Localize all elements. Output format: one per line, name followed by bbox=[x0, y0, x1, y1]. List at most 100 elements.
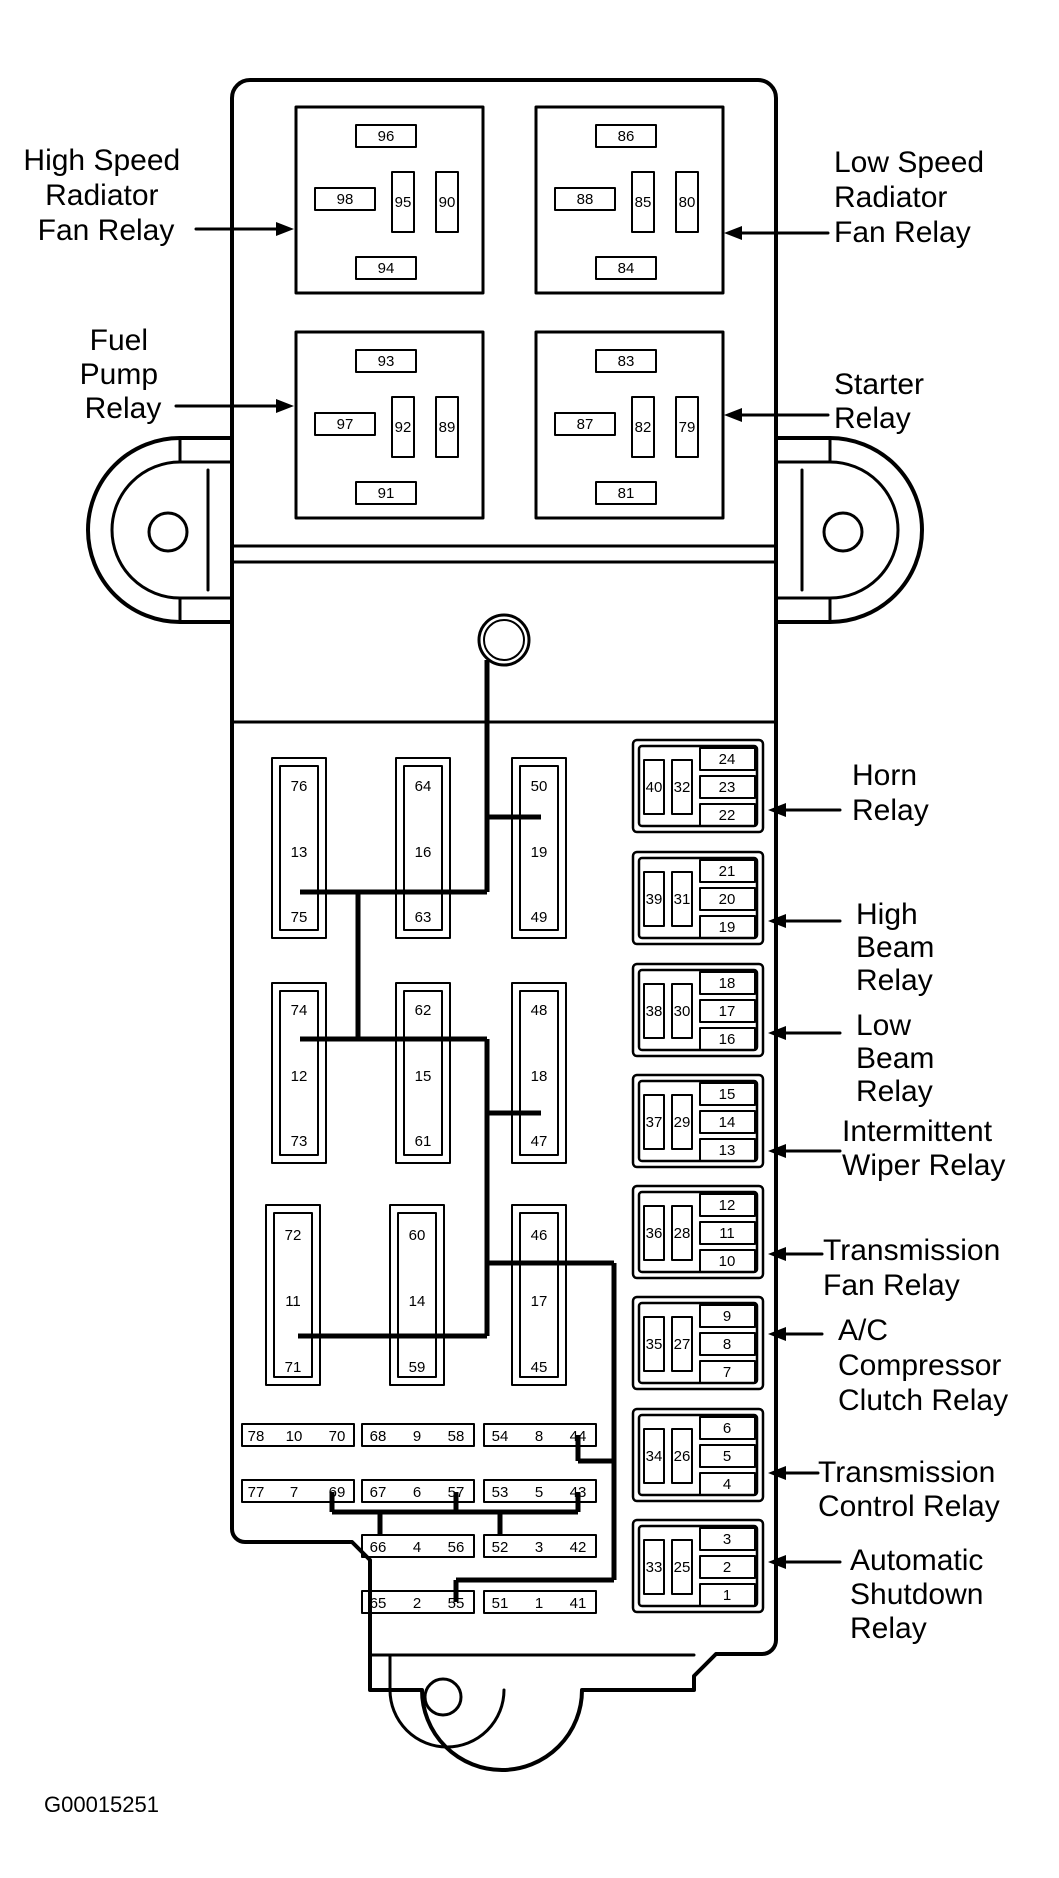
fuse-label: 71 bbox=[285, 1359, 302, 1376]
mini-fuse-label: 4 bbox=[413, 1539, 421, 1556]
terminal-label: 10 bbox=[719, 1253, 736, 1270]
relay-socket-high-speed-fan bbox=[294, 105, 485, 295]
terminal-label: 12 bbox=[719, 1197, 736, 1214]
terminal-label: 24 bbox=[719, 751, 736, 768]
terminal-label: 98 bbox=[337, 191, 354, 208]
terminal-label: 97 bbox=[337, 416, 354, 433]
mini-fuse-labels: 78 10 70 68 9 58 54 8 44 77 7 69 67 6 57… bbox=[248, 1428, 587, 1612]
callout-starter-relay: Starter Relay bbox=[834, 368, 932, 435]
terminal-label: 39 bbox=[646, 891, 663, 908]
terminal-label: 20 bbox=[719, 891, 736, 908]
callout-high-beam-relay: High Beam Relay bbox=[856, 898, 943, 997]
mini-fuse-label: 58 bbox=[448, 1428, 465, 1445]
terminal-label: 92 bbox=[395, 419, 412, 436]
small-relay-terminal-labels: 40 32 24 23 22 39 31 21 20 19 38 30 18 1… bbox=[646, 751, 736, 1604]
terminal-label: 5 bbox=[723, 1448, 731, 1465]
terminal-label: 2 bbox=[723, 1559, 731, 1576]
callout-ac-compressor-clutch-relay: A/C Compressor Clutch Relay bbox=[838, 1314, 1010, 1417]
terminal-label: 28 bbox=[674, 1225, 691, 1242]
fuse-label: 60 bbox=[409, 1227, 426, 1244]
callout-low-speed-radiator-fan-relay: Low Speed Radiator Fan Relay bbox=[834, 146, 992, 249]
fuse-label: 61 bbox=[415, 1133, 432, 1150]
fuse-label: 73 bbox=[291, 1133, 308, 1150]
fuse-label: 15 bbox=[415, 1068, 432, 1085]
fuse-label: 12 bbox=[291, 1068, 308, 1085]
fuse-label: 72 bbox=[285, 1227, 302, 1244]
right-mounting-ear bbox=[776, 436, 924, 624]
fuse-label: 13 bbox=[291, 844, 308, 861]
cable-grommet-icon bbox=[477, 613, 531, 667]
terminal-label: 30 bbox=[674, 1003, 691, 1020]
terminal-label: 82 bbox=[635, 419, 652, 436]
callout-low-beam-relay: Low Beam Relay bbox=[856, 1009, 943, 1108]
callout-fuel-pump-relay: Fuel Pump Relay bbox=[80, 324, 167, 425]
terminal-label: 14 bbox=[719, 1114, 736, 1131]
mini-fuse-label: 3 bbox=[535, 1539, 543, 1556]
callout-arrows bbox=[174, 227, 842, 1564]
large-relay-terminal-labels: 96 98 95 90 94 86 88 85 80 84 93 97 92 8… bbox=[337, 128, 696, 502]
terminal-label: 1 bbox=[723, 1587, 731, 1604]
terminal-label: 11 bbox=[719, 1225, 735, 1242]
fuse-label: 62 bbox=[415, 1002, 432, 1019]
terminal-label: 40 bbox=[646, 779, 663, 796]
terminal-label: 18 bbox=[719, 975, 736, 992]
terminal-label: 26 bbox=[674, 1448, 691, 1465]
terminal-label: 90 bbox=[439, 194, 456, 211]
terminal-label: 91 bbox=[378, 485, 395, 502]
terminal-label: 88 bbox=[577, 191, 594, 208]
fuse-label: 75 bbox=[291, 909, 308, 926]
terminal-label: 4 bbox=[723, 1476, 731, 1493]
terminal-label: 37 bbox=[646, 1114, 663, 1131]
mini-fuse-label: 52 bbox=[492, 1539, 509, 1556]
terminal-label: 32 bbox=[674, 779, 691, 796]
terminal-label: 84 bbox=[618, 260, 635, 277]
terminal-label: 8 bbox=[723, 1336, 731, 1353]
fuse-label: 59 bbox=[409, 1359, 426, 1376]
fuse-label: 17 bbox=[531, 1293, 548, 1310]
terminal-label: 85 bbox=[635, 194, 652, 211]
terminal-label: 19 bbox=[719, 919, 736, 936]
terminal-label: 34 bbox=[646, 1448, 663, 1465]
callout-automatic-shutdown-relay: Automatic Shutdown Relay bbox=[850, 1544, 992, 1645]
fuse-label: 16 bbox=[415, 844, 432, 861]
terminal-label: 21 bbox=[719, 863, 736, 880]
mini-fuse-label: 10 bbox=[286, 1428, 303, 1445]
mini-fuse-label: 57 bbox=[448, 1484, 465, 1501]
fuse-label: 14 bbox=[409, 1293, 426, 1310]
left-mount-hole-icon bbox=[147, 511, 189, 553]
fuse-label: 19 bbox=[531, 844, 548, 861]
terminal-label: 81 bbox=[618, 485, 635, 502]
terminal-label: 96 bbox=[378, 128, 395, 145]
mini-fuse-label: 43 bbox=[570, 1484, 587, 1501]
fuse-label: 45 bbox=[531, 1359, 548, 1376]
mini-fuse-label: 55 bbox=[448, 1595, 465, 1612]
terminal-label: 6 bbox=[723, 1420, 731, 1437]
callout-intermittent-wiper-relay: Intermittent Wiper Relay bbox=[842, 1115, 1005, 1182]
mini-fuse-label: 56 bbox=[448, 1539, 465, 1556]
mini-fuse-label: 44 bbox=[570, 1428, 587, 1445]
fuse-label: 63 bbox=[415, 909, 432, 926]
mini-fuse-label: 5 bbox=[535, 1484, 543, 1501]
terminal-label: 13 bbox=[719, 1142, 736, 1159]
fuse-label: 46 bbox=[531, 1227, 548, 1244]
fuse-label: 76 bbox=[291, 778, 308, 795]
right-mount-hole-icon bbox=[822, 511, 864, 553]
terminal-label: 3 bbox=[723, 1531, 731, 1548]
mini-fuse-label: 77 bbox=[248, 1484, 265, 1501]
mini-fuse-label: 2 bbox=[413, 1595, 421, 1612]
mini-fuse-label: 7 bbox=[290, 1484, 298, 1501]
mini-fuse-label: 54 bbox=[492, 1428, 509, 1445]
callout-horn-relay: Horn Relay bbox=[852, 759, 929, 827]
terminal-label: 15 bbox=[719, 1086, 736, 1103]
terminal-label: 80 bbox=[679, 194, 696, 211]
fuse-label: 11 bbox=[285, 1293, 301, 1310]
fuse-label: 50 bbox=[531, 778, 548, 795]
mini-fuse-label: 68 bbox=[370, 1428, 387, 1445]
relay-socket-starter bbox=[534, 330, 725, 520]
terminal-label: 89 bbox=[439, 419, 456, 436]
fuse-label: 47 bbox=[531, 1133, 548, 1150]
terminal-label: 83 bbox=[618, 353, 635, 370]
mini-fuse-label: 51 bbox=[492, 1595, 509, 1612]
